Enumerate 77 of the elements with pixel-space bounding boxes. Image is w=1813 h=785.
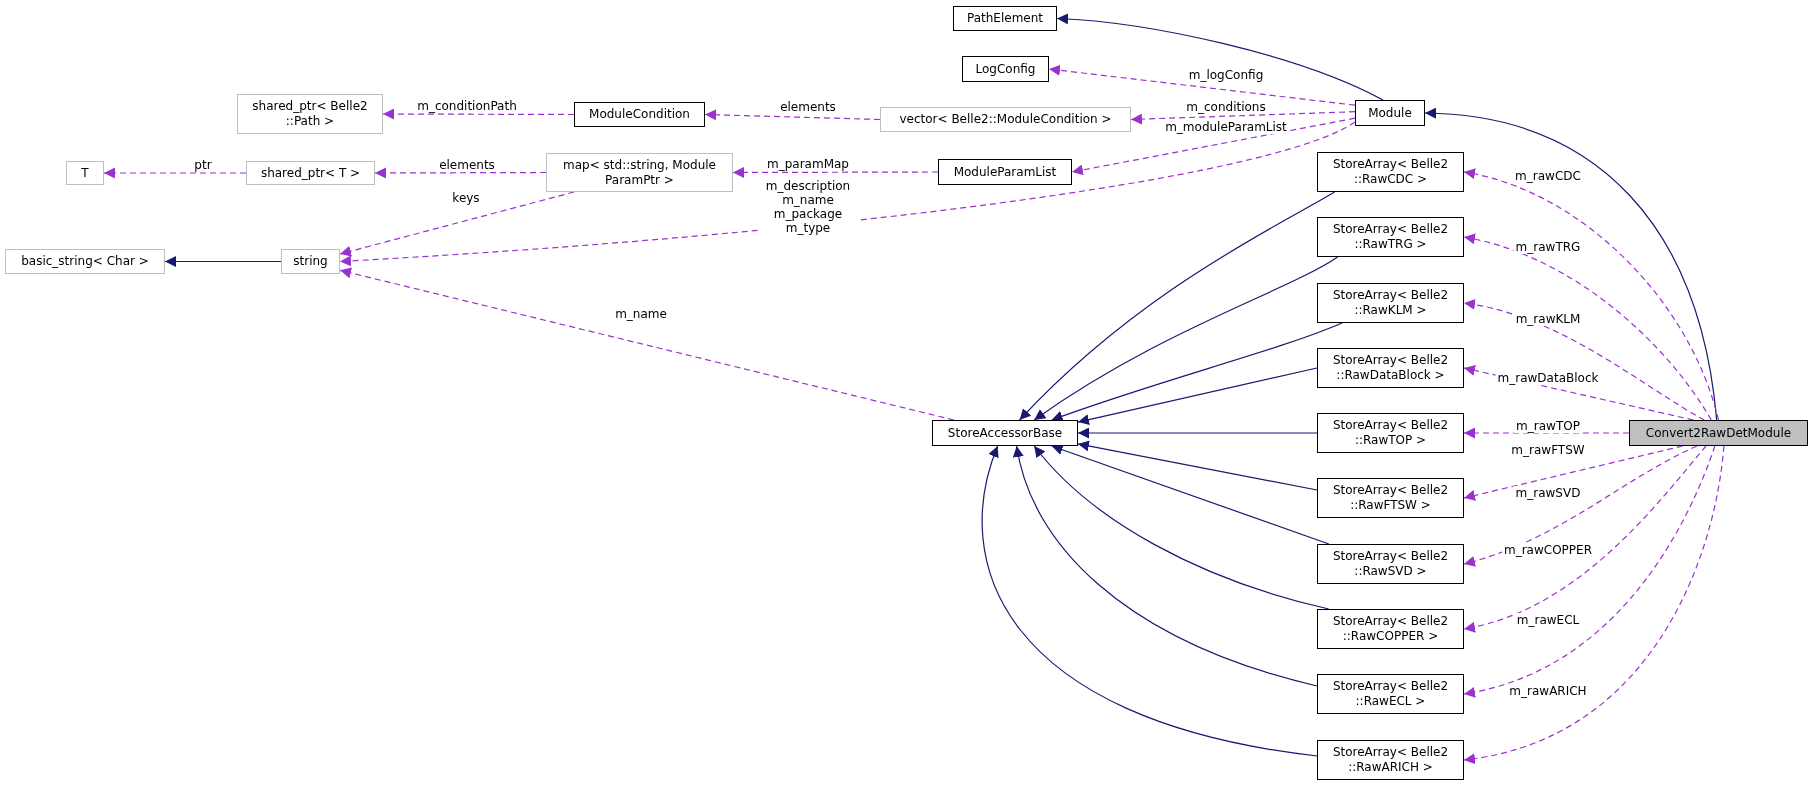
dashed-arrow [339, 191, 575, 257]
edge-label: keys [450, 191, 482, 205]
dashed-arrow [704, 109, 881, 121]
edge-label: m_rawCDC [1513, 169, 1583, 183]
class-box: StoreArray< Belle2 ::RawCOPPER > [1317, 609, 1464, 649]
class-box: StoreArray< Belle2 ::RawSVD > [1317, 544, 1464, 584]
dashed-arrow [1463, 299, 1705, 421]
class-box: StoreArray< Belle2 ::RawARICH > [1317, 740, 1464, 780]
edge-label: elements [778, 100, 838, 114]
arrow [1077, 427, 1318, 439]
class-box: LogConfig [962, 56, 1049, 82]
arrow [1033, 445, 1330, 610]
class-box: ModuleParamList [938, 159, 1072, 185]
arrow [1013, 445, 1318, 687]
arrow [1051, 444, 1330, 545]
dashed-arrow [1463, 445, 1725, 764]
edge-label: m_rawTOP [1514, 419, 1582, 433]
edge-label: m_conditionPath [415, 99, 519, 113]
dashed-arrow [1463, 445, 1684, 501]
arrow [1077, 440, 1318, 491]
edge-label: m_rawARICH [1507, 684, 1589, 698]
edge-label: m_rawFTSW [1509, 443, 1587, 457]
edge-label: m_rawTRG [1513, 240, 1583, 254]
class-box: StoreArray< Belle2 ::RawKLM > [1317, 283, 1464, 323]
arrow [1051, 322, 1343, 422]
dashed-arrow [1048, 64, 1356, 106]
class-box: StoreArray< Belle2 ::RawTOP > [1317, 413, 1464, 453]
arrow [1056, 13, 1384, 101]
class-box: T [66, 161, 104, 185]
edge-label: m_rawSVD [1513, 486, 1583, 500]
class-box: Module [1355, 100, 1425, 126]
class-box: basic_string< Char > [5, 249, 165, 274]
edge-label: m_paramMap [765, 157, 851, 171]
edge-label: m_rawCOPPER [1502, 543, 1594, 557]
dashed-arrow [103, 167, 247, 179]
dashed-arrow [1463, 427, 1630, 439]
dashed-arrow [1463, 169, 1720, 421]
arrow [1424, 108, 1718, 421]
edge-label: ptr [192, 158, 214, 172]
class-box: StoreArray< Belle2 ::RawFTSW > [1317, 478, 1464, 518]
dashed-arrow [1463, 234, 1712, 421]
arrow [1033, 256, 1339, 421]
class-box: shared_ptr< T > [246, 161, 375, 185]
arrow [1077, 367, 1318, 426]
class-box: StoreAccessorBase [932, 420, 1078, 446]
class-box: string [281, 249, 340, 274]
class-box: shared_ptr< Belle2 ::Path > [237, 94, 383, 134]
arrow [1019, 191, 1336, 421]
dashed-arrow [732, 166, 939, 178]
class-box: PathElement [953, 6, 1057, 31]
arrow [164, 256, 282, 267]
class-box: ModuleCondition [574, 102, 705, 127]
class-box: StoreArray< Belle2 ::RawDataBlock > [1317, 348, 1464, 388]
arrow [982, 445, 1318, 757]
edge-label: m_logConfig [1186, 68, 1266, 82]
class-box: map< std::string, Module ParamPtr > [546, 153, 733, 192]
edge-label: elements [437, 158, 497, 172]
edge-label: m_rawDataBlock [1495, 371, 1601, 385]
edge-label: m_rawKLM [1513, 312, 1583, 326]
dashed-arrow [1463, 445, 1698, 567]
dashed-arrow [1463, 445, 1716, 697]
dashed-arrow [1463, 445, 1707, 632]
class-box: StoreArray< Belle2 ::RawCDC > [1317, 152, 1464, 192]
dashed-arrow [339, 267, 955, 421]
edge-label: m_description m_name m_package m_type [758, 179, 858, 235]
class-box: vector< Belle2::ModuleCondition > [880, 107, 1131, 132]
class-box: Convert2RawDetModule [1629, 420, 1808, 446]
dashed-arrow [1071, 117, 1356, 176]
dashed-arrow [374, 167, 547, 179]
dashed-arrow [382, 108, 575, 120]
edge-label: m_conditions [1184, 100, 1268, 114]
edge-label: m_moduleParamList [1163, 120, 1289, 134]
class-box: StoreArray< Belle2 ::RawTRG > [1317, 217, 1464, 257]
dashed-arrow [339, 121, 1356, 267]
dashed-arrow [1130, 111, 1356, 125]
class-box: StoreArray< Belle2 ::RawECL > [1317, 674, 1464, 714]
edge-label: m_rawECL [1514, 613, 1582, 627]
